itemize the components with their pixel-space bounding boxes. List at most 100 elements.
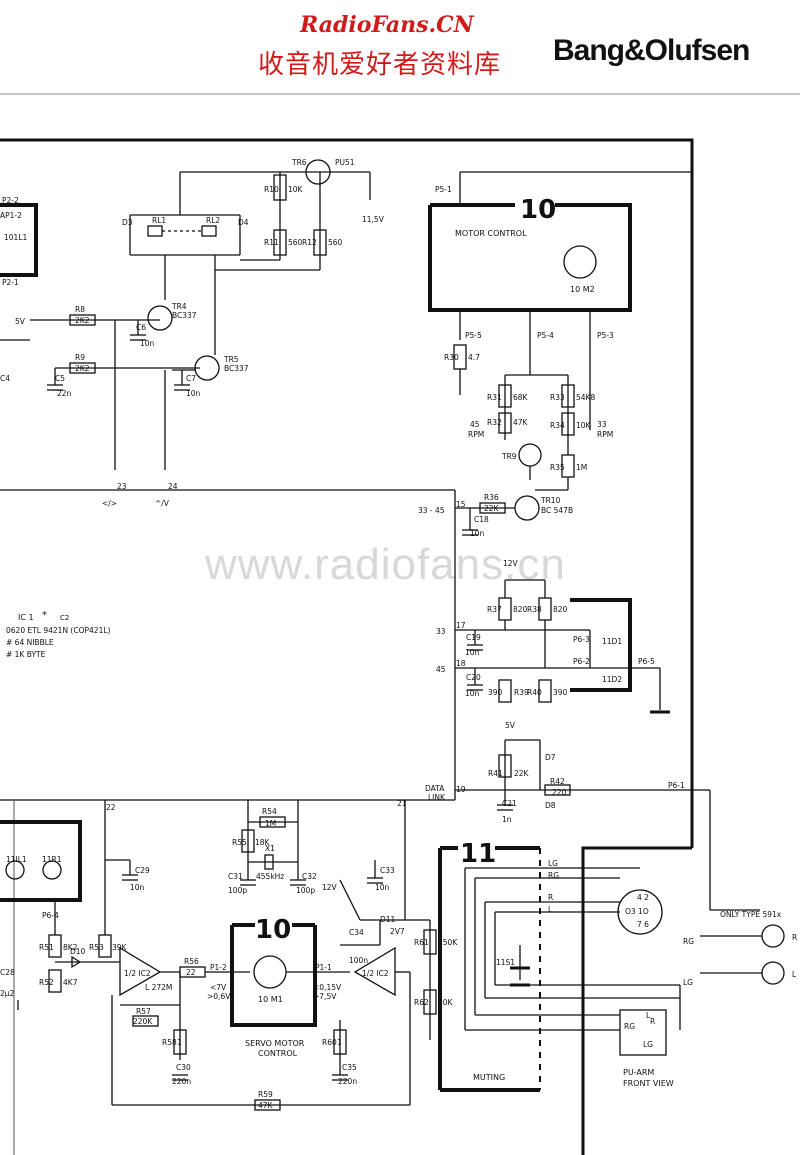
khz-label: 455kHz	[256, 872, 284, 881]
d8-label: D8	[545, 801, 556, 810]
v5b-label: 5V	[505, 721, 516, 730]
r61-label: R61	[414, 938, 429, 947]
r41-label: R41	[488, 769, 503, 778]
pin24-label: 24	[168, 482, 178, 491]
servo-block-number: 10	[255, 915, 291, 945]
r57-label: R57	[136, 1007, 151, 1016]
c29-label: C29	[135, 866, 150, 875]
ic1-star: *	[42, 610, 47, 621]
r51-label: R51	[39, 943, 54, 952]
r-label: R	[548, 893, 553, 902]
r10-label: R10	[264, 185, 279, 194]
l272m-label: L 272M	[145, 983, 172, 992]
r32-label: R32	[487, 418, 502, 427]
din-r-label: R	[650, 1017, 655, 1026]
r37-value: 820	[513, 605, 528, 614]
r9-label: R9	[75, 353, 85, 362]
r38-label: R38	[527, 605, 542, 614]
gt06v-label: >0,6V	[207, 992, 231, 1001]
data-link-label-2: LINK	[428, 793, 446, 802]
r58-label: R58	[162, 1038, 177, 1047]
c6-label: C6	[136, 323, 146, 332]
c19-label: C19	[466, 633, 481, 642]
rg-label: RG	[548, 871, 559, 880]
r40-label: R40	[527, 688, 542, 697]
c34-label: C34	[349, 928, 364, 937]
c4-label: C4	[0, 374, 10, 383]
d11d2-label: 11D2	[602, 675, 622, 684]
v2v7-label: 2V7	[390, 927, 405, 936]
bc547b-label: BC 547B	[541, 506, 573, 515]
din-31-label: O3 1O	[625, 907, 649, 916]
c32-value: 100p	[296, 886, 315, 895]
n33-label: 33	[436, 627, 446, 636]
lt015v-label: <0,15V	[313, 983, 342, 992]
d11-label: D11	[380, 915, 396, 924]
c33-value: 10n	[375, 883, 390, 892]
r12-label: R12	[302, 238, 317, 247]
r33-label: R33	[550, 393, 565, 402]
v12b-label: 12V	[322, 883, 338, 892]
rpm33-unit: RPM	[597, 430, 613, 439]
r59-value: 47K	[258, 1101, 274, 1110]
din-lg-label: LG	[643, 1040, 653, 1049]
rl1-label: RL1	[152, 216, 166, 225]
p64-label: P6-4	[42, 911, 59, 920]
r30-label: R30	[444, 353, 459, 362]
c28-label: C28	[0, 968, 15, 977]
motor-block-title: MOTOR CONTROL	[455, 229, 527, 238]
v115-label: 11,5V	[362, 215, 385, 224]
c33-label: C33	[380, 866, 395, 875]
r60-value: 1	[337, 1038, 342, 1047]
n45-label: 45	[436, 665, 446, 674]
l-jack-label: L	[792, 970, 797, 979]
brand-logo: Bang&Olufsen	[553, 34, 750, 67]
r-jack-label: R	[792, 933, 797, 942]
rpm33-label: 33	[597, 420, 607, 429]
r62-label: R62	[414, 998, 429, 1007]
tr5-label: TR5	[223, 355, 239, 364]
l101-label: 101L1	[4, 233, 27, 242]
r53-label: R53	[89, 943, 104, 952]
pin22-label: 22	[106, 803, 116, 812]
p63-label: P6-3	[573, 635, 590, 644]
r35-label: R35	[550, 463, 565, 472]
s1-label: 11S1	[496, 958, 515, 967]
r56-value: 22	[186, 968, 196, 977]
din-42-label: 4 2	[637, 893, 649, 902]
p53-label: P5-3	[597, 331, 614, 340]
r55-value: 18K	[255, 838, 271, 847]
p21-label: P2-1	[2, 278, 19, 287]
c19-value: 10n	[465, 648, 480, 657]
r10-value: 10K	[288, 185, 304, 194]
c30-label: C30	[176, 1063, 191, 1072]
r30-value: 4.7	[468, 353, 480, 362]
c28-value: 2µ2	[0, 989, 15, 998]
tr10-label: TR10	[540, 496, 561, 505]
tr6-label: TR6	[291, 158, 307, 167]
data-link-label: DATA	[425, 784, 445, 793]
c5-value: 22n	[57, 389, 72, 398]
d7-label: D7	[545, 753, 556, 762]
d4-label: D4	[238, 218, 249, 227]
c7-label: C7	[186, 374, 196, 383]
r35-value: 1M	[576, 463, 587, 472]
r58-value: 1	[177, 1038, 182, 1047]
puarm-title: PU-ARM	[623, 1068, 654, 1077]
pin19-label: 19	[456, 785, 466, 794]
din-rg-label: RG	[624, 1022, 635, 1031]
c20-label: C20	[466, 673, 481, 682]
r54-label: R54	[262, 807, 277, 816]
motor-m2-label: 10 M2	[570, 285, 595, 294]
c18-value: 10n	[470, 529, 485, 538]
pin21-label: 21	[397, 799, 407, 808]
p62-label: P6-2	[573, 657, 590, 666]
r8-label: R8	[75, 305, 85, 314]
r32-value: 47K	[513, 418, 529, 427]
r11-label: R11	[264, 238, 279, 247]
r61-value: 150K	[438, 938, 458, 947]
din-76-label: 7 6	[637, 920, 649, 929]
ic2a-label: 1/2 IC2	[124, 969, 151, 978]
